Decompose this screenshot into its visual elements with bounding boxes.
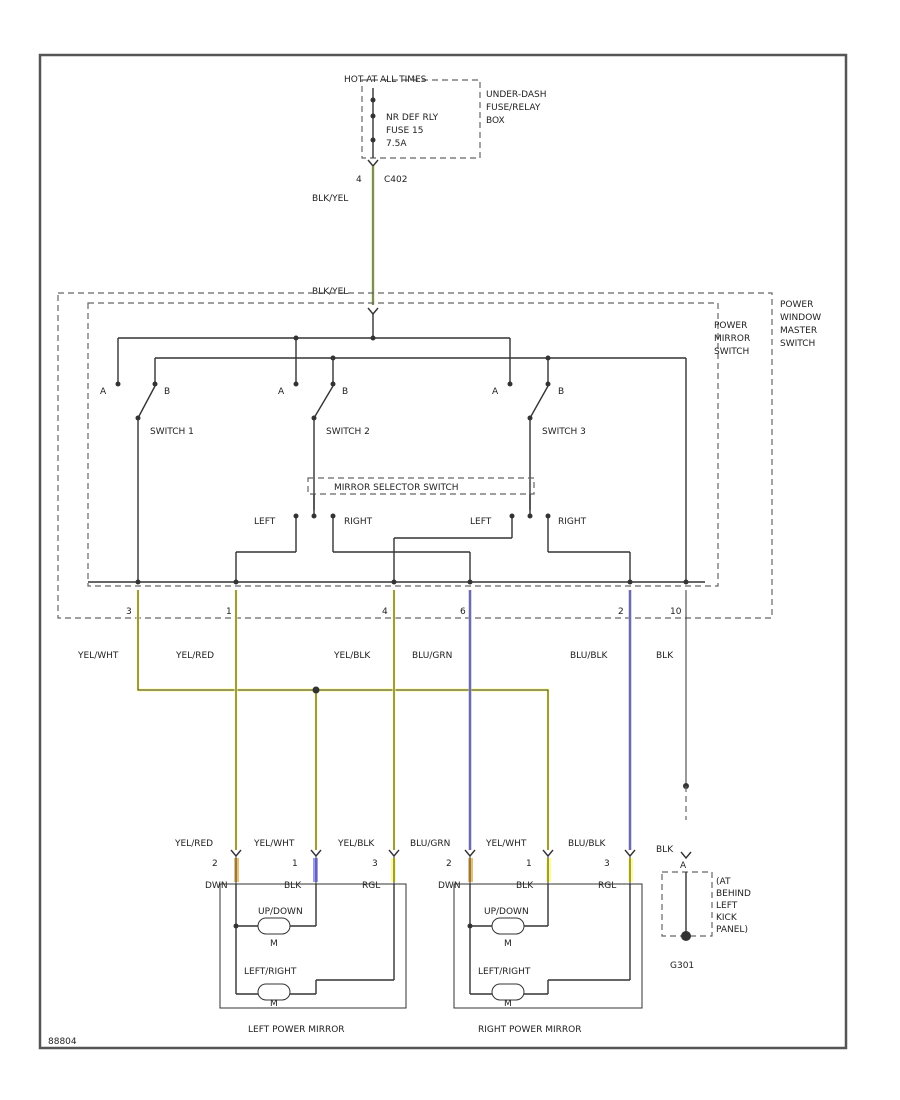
fuse-box-name-1: UNDER-DASH [486, 90, 546, 100]
left-power-mirror: YEL/RED YEL/WHT YEL/BLK 2 1 3 DWN BLK RG… [174, 839, 407, 1035]
mirror-selector-label: MIRROR SELECTOR SWITCH [334, 483, 459, 493]
master-switch-name-1: POWER [780, 300, 813, 310]
left-mirror-wire-3: YEL/BLK [337, 839, 375, 849]
right-mirror-wire-1: BLU/GRN [410, 839, 450, 849]
switch-2-label: SWITCH 2 [326, 427, 370, 437]
wire-label-yel-wht: YEL/WHT [77, 651, 119, 661]
left-mirror-wire-2: YEL/WHT [253, 839, 295, 849]
out-pin-4: 6 [460, 607, 466, 617]
right-power-mirror: BLU/GRN YEL/WHT BLU/BLK 2 1 3 DWN BLK RG… [410, 839, 643, 1035]
mirror-switch-name-3: SWITCH [714, 347, 749, 357]
fuse-box-name-2: FUSE/RELAY [486, 103, 541, 113]
out-pin-5: 2 [618, 607, 624, 617]
ground-wire-label: BLK [656, 845, 674, 855]
ground-location-3: LEFT [716, 901, 738, 911]
left-mirror-term-3: RGL [362, 881, 380, 891]
left-mirror-motor1: UP/DOWN [258, 907, 303, 917]
switch-2-pos-a: A [278, 387, 285, 397]
switch-1-label: SWITCH 1 [150, 427, 194, 437]
left-mirror-term-2: BLK [284, 881, 302, 891]
right-mirror-motor2-symbol: M [504, 999, 512, 1009]
selector-left-2: LEFT [470, 517, 492, 527]
switch-1-pos-b: B [164, 387, 170, 397]
right-mirror-motor1-symbol: M [504, 939, 512, 949]
master-switch-name-2: WINDOW [780, 313, 821, 323]
fuse-pin: 4 [356, 175, 362, 185]
ground-location-4: KICK [716, 913, 738, 923]
wire-label-blu-grn: BLU/GRN [412, 651, 452, 661]
out-pin-1: 3 [126, 607, 132, 617]
right-mirror-motor1: UP/DOWN [484, 907, 529, 917]
left-mirror-name: LEFT POWER MIRROR [248, 1025, 345, 1035]
right-mirror-wire-2: YEL/WHT [485, 839, 527, 849]
ground-g301: BLK A (AT BEHIND LEFT KICK PANEL) G301 [656, 845, 751, 971]
right-mirror-pin-3: 3 [604, 859, 610, 869]
ground-location-5: PANEL) [716, 925, 748, 935]
right-mirror-term-1: DWN [438, 881, 461, 891]
power-window-master-switch: POWER WINDOW MASTER SWITCH POWER MIRROR … [57, 292, 821, 619]
fuse-text-2: FUSE 15 [386, 126, 423, 136]
feed-wire-label-bottom: BLK/YEL [312, 287, 348, 297]
left-mirror-pin-3: 3 [372, 859, 378, 869]
mirror-switch-name-1: POWER [714, 321, 747, 331]
right-mirror-pin-2: 1 [526, 859, 532, 869]
out-pin-6: 10 [670, 607, 682, 617]
left-mirror-wire-1: YEL/RED [174, 839, 213, 849]
outer-frame [38, 53, 848, 1050]
ground-location-2: BEHIND [716, 889, 751, 899]
left-mirror-motor1-symbol: M [270, 939, 278, 949]
right-mirror-pin-1: 2 [446, 859, 452, 869]
switch-3-pos-b: B [558, 387, 564, 397]
selector-right-2: RIGHT [558, 517, 587, 527]
left-mirror-term-1: DWN [205, 881, 228, 891]
master-switch-name-4: SWITCH [780, 339, 815, 349]
switch-1-pos-a: A [100, 387, 107, 397]
feed-wire-label-top: BLK/YEL [312, 194, 348, 204]
right-mirror-motor2: LEFT/RIGHT [478, 967, 531, 977]
out-pin-2: 1 [226, 607, 232, 617]
switch-3-pos-a: A [492, 387, 499, 397]
left-mirror-pin-1: 2 [212, 859, 218, 869]
out-pin-3: 4 [382, 607, 388, 617]
fuse-text-1: NR DEF RLY [386, 113, 439, 123]
fuse-box-name-3: BOX [486, 116, 505, 126]
ground-location-1: (AT [716, 877, 731, 887]
master-switch-name-3: MASTER [780, 326, 817, 336]
selector-right-1: RIGHT [344, 517, 373, 527]
right-mirror-wire-3: BLU/BLK [568, 839, 607, 849]
switch-2-pos-b: B [342, 387, 348, 397]
left-mirror-motor2: LEFT/RIGHT [244, 967, 297, 977]
fuse-box: HOT AT ALL TIMES NR DEF RLY FUSE 15 7.5A… [344, 75, 546, 185]
fuse-connector: C402 [384, 175, 407, 185]
right-mirror-term-2: BLK [516, 881, 534, 891]
harness-wires: YEL/WHT YEL/RED YEL/BLK BLU/GRN BLU/BLK … [77, 590, 689, 850]
wire-label-blu-blk: BLU/BLK [570, 651, 609, 661]
wire-label-yel-red: YEL/RED [175, 651, 214, 661]
fuse-text-3: 7.5A [386, 139, 407, 149]
left-mirror-motor2-symbol: M [270, 999, 278, 1009]
right-mirror-term-3: RGL [598, 881, 616, 891]
right-mirror-name: RIGHT POWER MIRROR [478, 1025, 581, 1035]
switch-3-label: SWITCH 3 [542, 427, 586, 437]
hot-at-all-times-label: HOT AT ALL TIMES [344, 75, 427, 85]
wire-label-blk: BLK [656, 651, 674, 661]
selector-left-1: LEFT [254, 517, 276, 527]
ground-pin: A [680, 861, 687, 871]
wire-label-yel-blk: YEL/BLK [333, 651, 371, 661]
mirror-switch-name-2: MIRROR [714, 334, 750, 344]
left-mirror-pin-2: 1 [292, 859, 298, 869]
ground-name: G301 [670, 961, 694, 971]
figure-id: 88804 [48, 1037, 77, 1047]
